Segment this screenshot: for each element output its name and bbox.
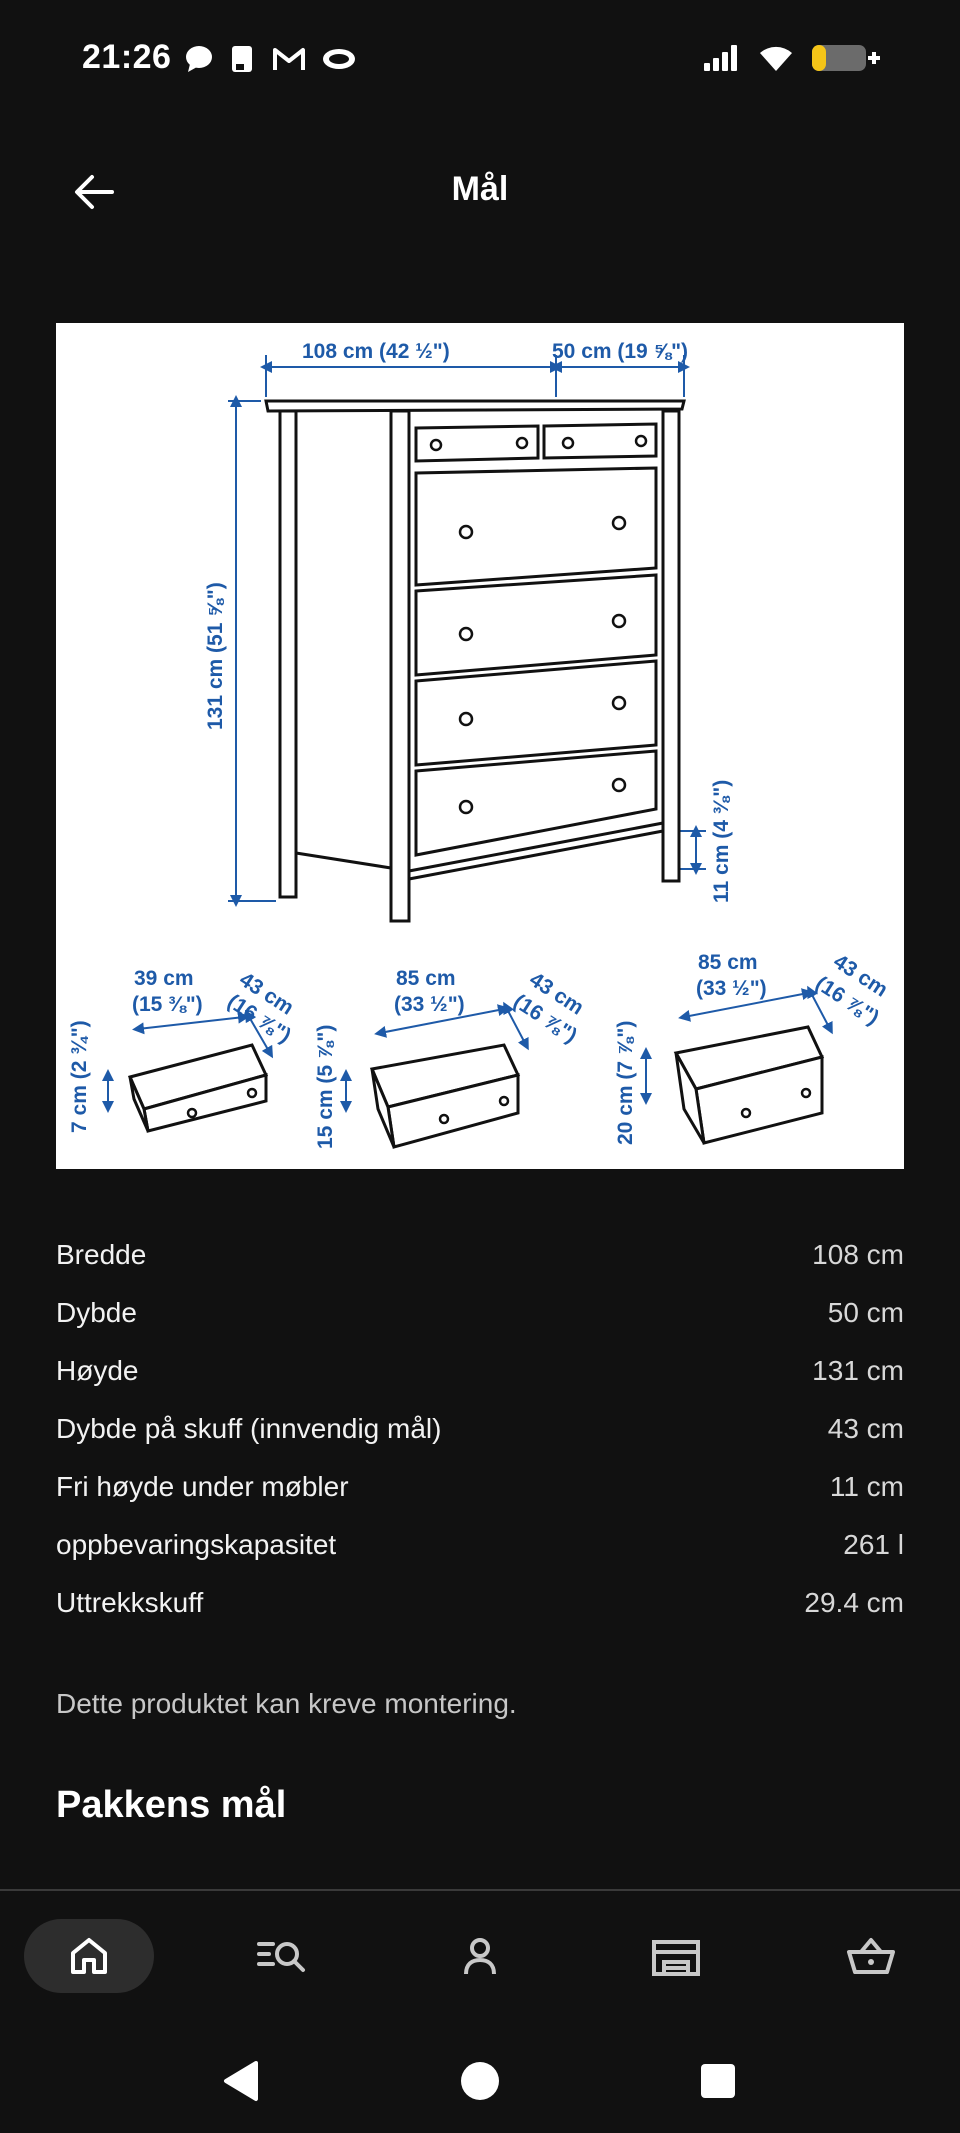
system-icons: [702, 42, 882, 79]
back-button[interactable]: [60, 164, 128, 220]
bottom-nav: [0, 1891, 960, 2021]
gmail-icon: [272, 46, 306, 77]
top-dimension-lines: [228, 355, 706, 907]
wifi-icon: [758, 43, 794, 78]
spec-value: 43 cm: [827, 1413, 904, 1444]
dimension-diagram: 108 cm (42 ½") 50 cm (19 ⅝") 131 cm (51 …: [56, 323, 904, 1169]
nav-divider: [0, 1889, 960, 1891]
system-back-button[interactable]: [210, 2051, 270, 2111]
note-icon: [230, 44, 256, 79]
notification-icons: [184, 44, 356, 79]
spec-value: 108 cm: [812, 1239, 904, 1270]
specs-list: Bredde 108 cm Dybde 50 cm Høyde 131 cm D…: [56, 1226, 904, 1632]
spec-label: Bredde: [56, 1239, 147, 1270]
recents-square-icon: [701, 2064, 735, 2098]
height-label: 131 cm (51 ⅝"): [204, 582, 227, 730]
spec-value: 50 cm: [827, 1297, 904, 1328]
system-home-button[interactable]: [450, 2051, 510, 2111]
spec-label: Dybde: [56, 1297, 137, 1328]
spec-row-height: Høyde 131 cm: [56, 1342, 904, 1400]
ist-icon: [322, 47, 356, 76]
large-drawer-height: 20 cm (7 ⅞"): [614, 1021, 637, 1145]
basket-icon: [847, 1938, 895, 1974]
signal-icon: [702, 43, 742, 78]
back-triangle-icon: [224, 2061, 258, 2101]
leg-clearance-label: 11 cm (4 ⅜"): [710, 780, 733, 903]
chest-drawing: [264, 399, 686, 923]
nav-basket[interactable]: [806, 1919, 936, 1993]
nav-home[interactable]: [24, 1919, 154, 1993]
arrow-left-icon: [75, 175, 114, 209]
spec-row-width: Bredde 108 cm: [56, 1226, 904, 1284]
spec-value: 131 cm: [812, 1355, 904, 1386]
spec-value: 261 l: [843, 1529, 904, 1560]
spec-label: Dybde på skuff (innvendig mål): [56, 1413, 442, 1444]
spec-value: 29.4 cm: [804, 1587, 904, 1618]
drawer-small: 39 cm (15 ⅜") 43 cm (16 ⅞") 7 cm (2 ¾"): [68, 967, 298, 1133]
spec-row-depth: Dybde 50 cm: [56, 1284, 904, 1342]
nav-search[interactable]: [218, 1919, 348, 1993]
dimension-drawing: 108 cm (42 ½") 50 cm (19 ⅝") 131 cm (51 …: [68, 340, 892, 1149]
profile-icon: [464, 1938, 496, 1975]
spec-label: oppbevaringskapasitet: [56, 1529, 337, 1560]
system-nav: [0, 2021, 960, 2133]
small-drawer-height: 7 cm (2 ¾"): [68, 1020, 91, 1133]
spec-row-drawer-depth: Dybde på skuff (innvendig mål) 43 cm: [56, 1400, 904, 1458]
large-drawer-width-in: (33 ½"): [696, 977, 767, 1000]
nav-stores[interactable]: [611, 1919, 741, 1993]
spec-row-clearance: Fri høyde under møbler 11 cm: [56, 1458, 904, 1516]
status-time: 21:26: [82, 38, 172, 76]
spec-label: Fri høyde under møbler: [56, 1471, 349, 1502]
battery-charging-icon: [810, 42, 882, 79]
small-drawer-width-in: (15 ⅜"): [132, 993, 203, 1016]
status-bar: 21:26: [0, 0, 960, 120]
package-dimensions-title: Pakkens mål: [56, 1784, 287, 1826]
home-circle-icon: [461, 2062, 499, 2100]
small-drawer-width-cm: 39 cm: [134, 967, 194, 990]
spec-label: Høyde: [56, 1355, 139, 1386]
drawer-large: 85 cm (33 ½") 43 cm (16 ⅞") 20 cm (7 ⅞"): [614, 950, 892, 1145]
medium-drawer-width-cm: 85 cm: [396, 967, 456, 990]
spec-label: Uttrekkskuff: [56, 1587, 204, 1618]
app-header: Mål: [0, 140, 960, 244]
large-drawer-width-cm: 85 cm: [698, 951, 758, 974]
drawer-medium: 85 cm (33 ½") 43 cm (16 ⅞") 15 cm (5 ⅞"): [314, 967, 588, 1149]
home-icon: [71, 1938, 107, 1974]
search-list-icon: [257, 1942, 305, 1972]
spec-value: 11 cm: [829, 1471, 904, 1502]
chat-bubble-icon: [184, 44, 214, 79]
medium-drawer-height: 15 cm (5 ⅞"): [314, 1025, 337, 1149]
page-title: Mål: [451, 170, 509, 208]
system-recents-button[interactable]: [688, 2051, 748, 2111]
store-icon: [652, 1940, 700, 1976]
spec-row-drawer-extension: Uttrekkskuff 29.4 cm: [56, 1574, 904, 1632]
nav-profile[interactable]: [415, 1919, 545, 1993]
width-label: 108 cm (42 ½"): [302, 340, 450, 363]
spec-row-capacity: oppbevaringskapasitet 261 l: [56, 1516, 904, 1574]
assembly-note: Dette produktet kan kreve montering.: [56, 1688, 517, 1719]
depth-label: 50 cm (19 ⅝"): [552, 340, 688, 363]
drawer-knobs: [429, 434, 648, 815]
medium-drawer-width-in: (33 ½"): [394, 993, 465, 1016]
